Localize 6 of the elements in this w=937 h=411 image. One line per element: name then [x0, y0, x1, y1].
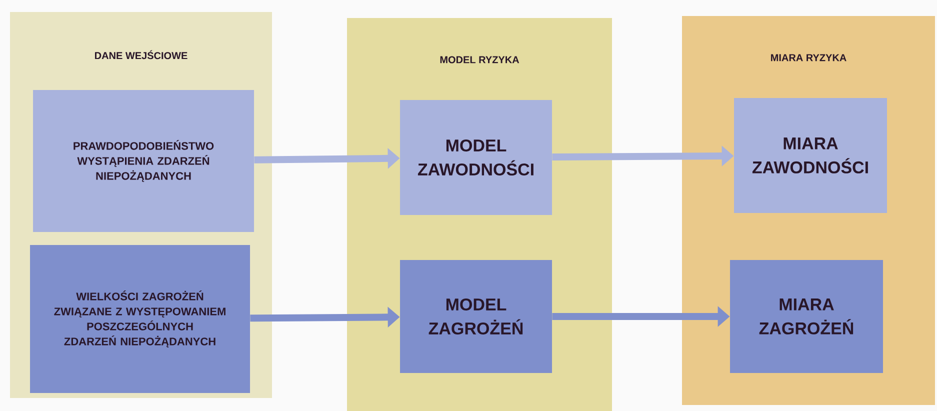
process-box: PRAWDOPODOBIEŃSTWO WYSTĄPIENIA ZDARZEŃ NIEPOŻĄDANYCH: [33, 90, 254, 232]
process-box: MODEL ZAGROŻEŃ: [400, 260, 552, 373]
process-box: MIARA ZAWODNOŚCI: [734, 98, 887, 213]
process-box: MIARA ZAGROŻEŃ: [730, 260, 883, 373]
process-box: MODEL ZAWODNOŚCI: [400, 100, 552, 215]
process-box: WIELKOŚCI ZAGROŻEŃ ZWIĄZANE Z WYSTĘPOWANIEM POSZCZEGÓLNYCH ZDARZEŃ NIEPOŻĄDANYCH: [30, 245, 250, 393]
